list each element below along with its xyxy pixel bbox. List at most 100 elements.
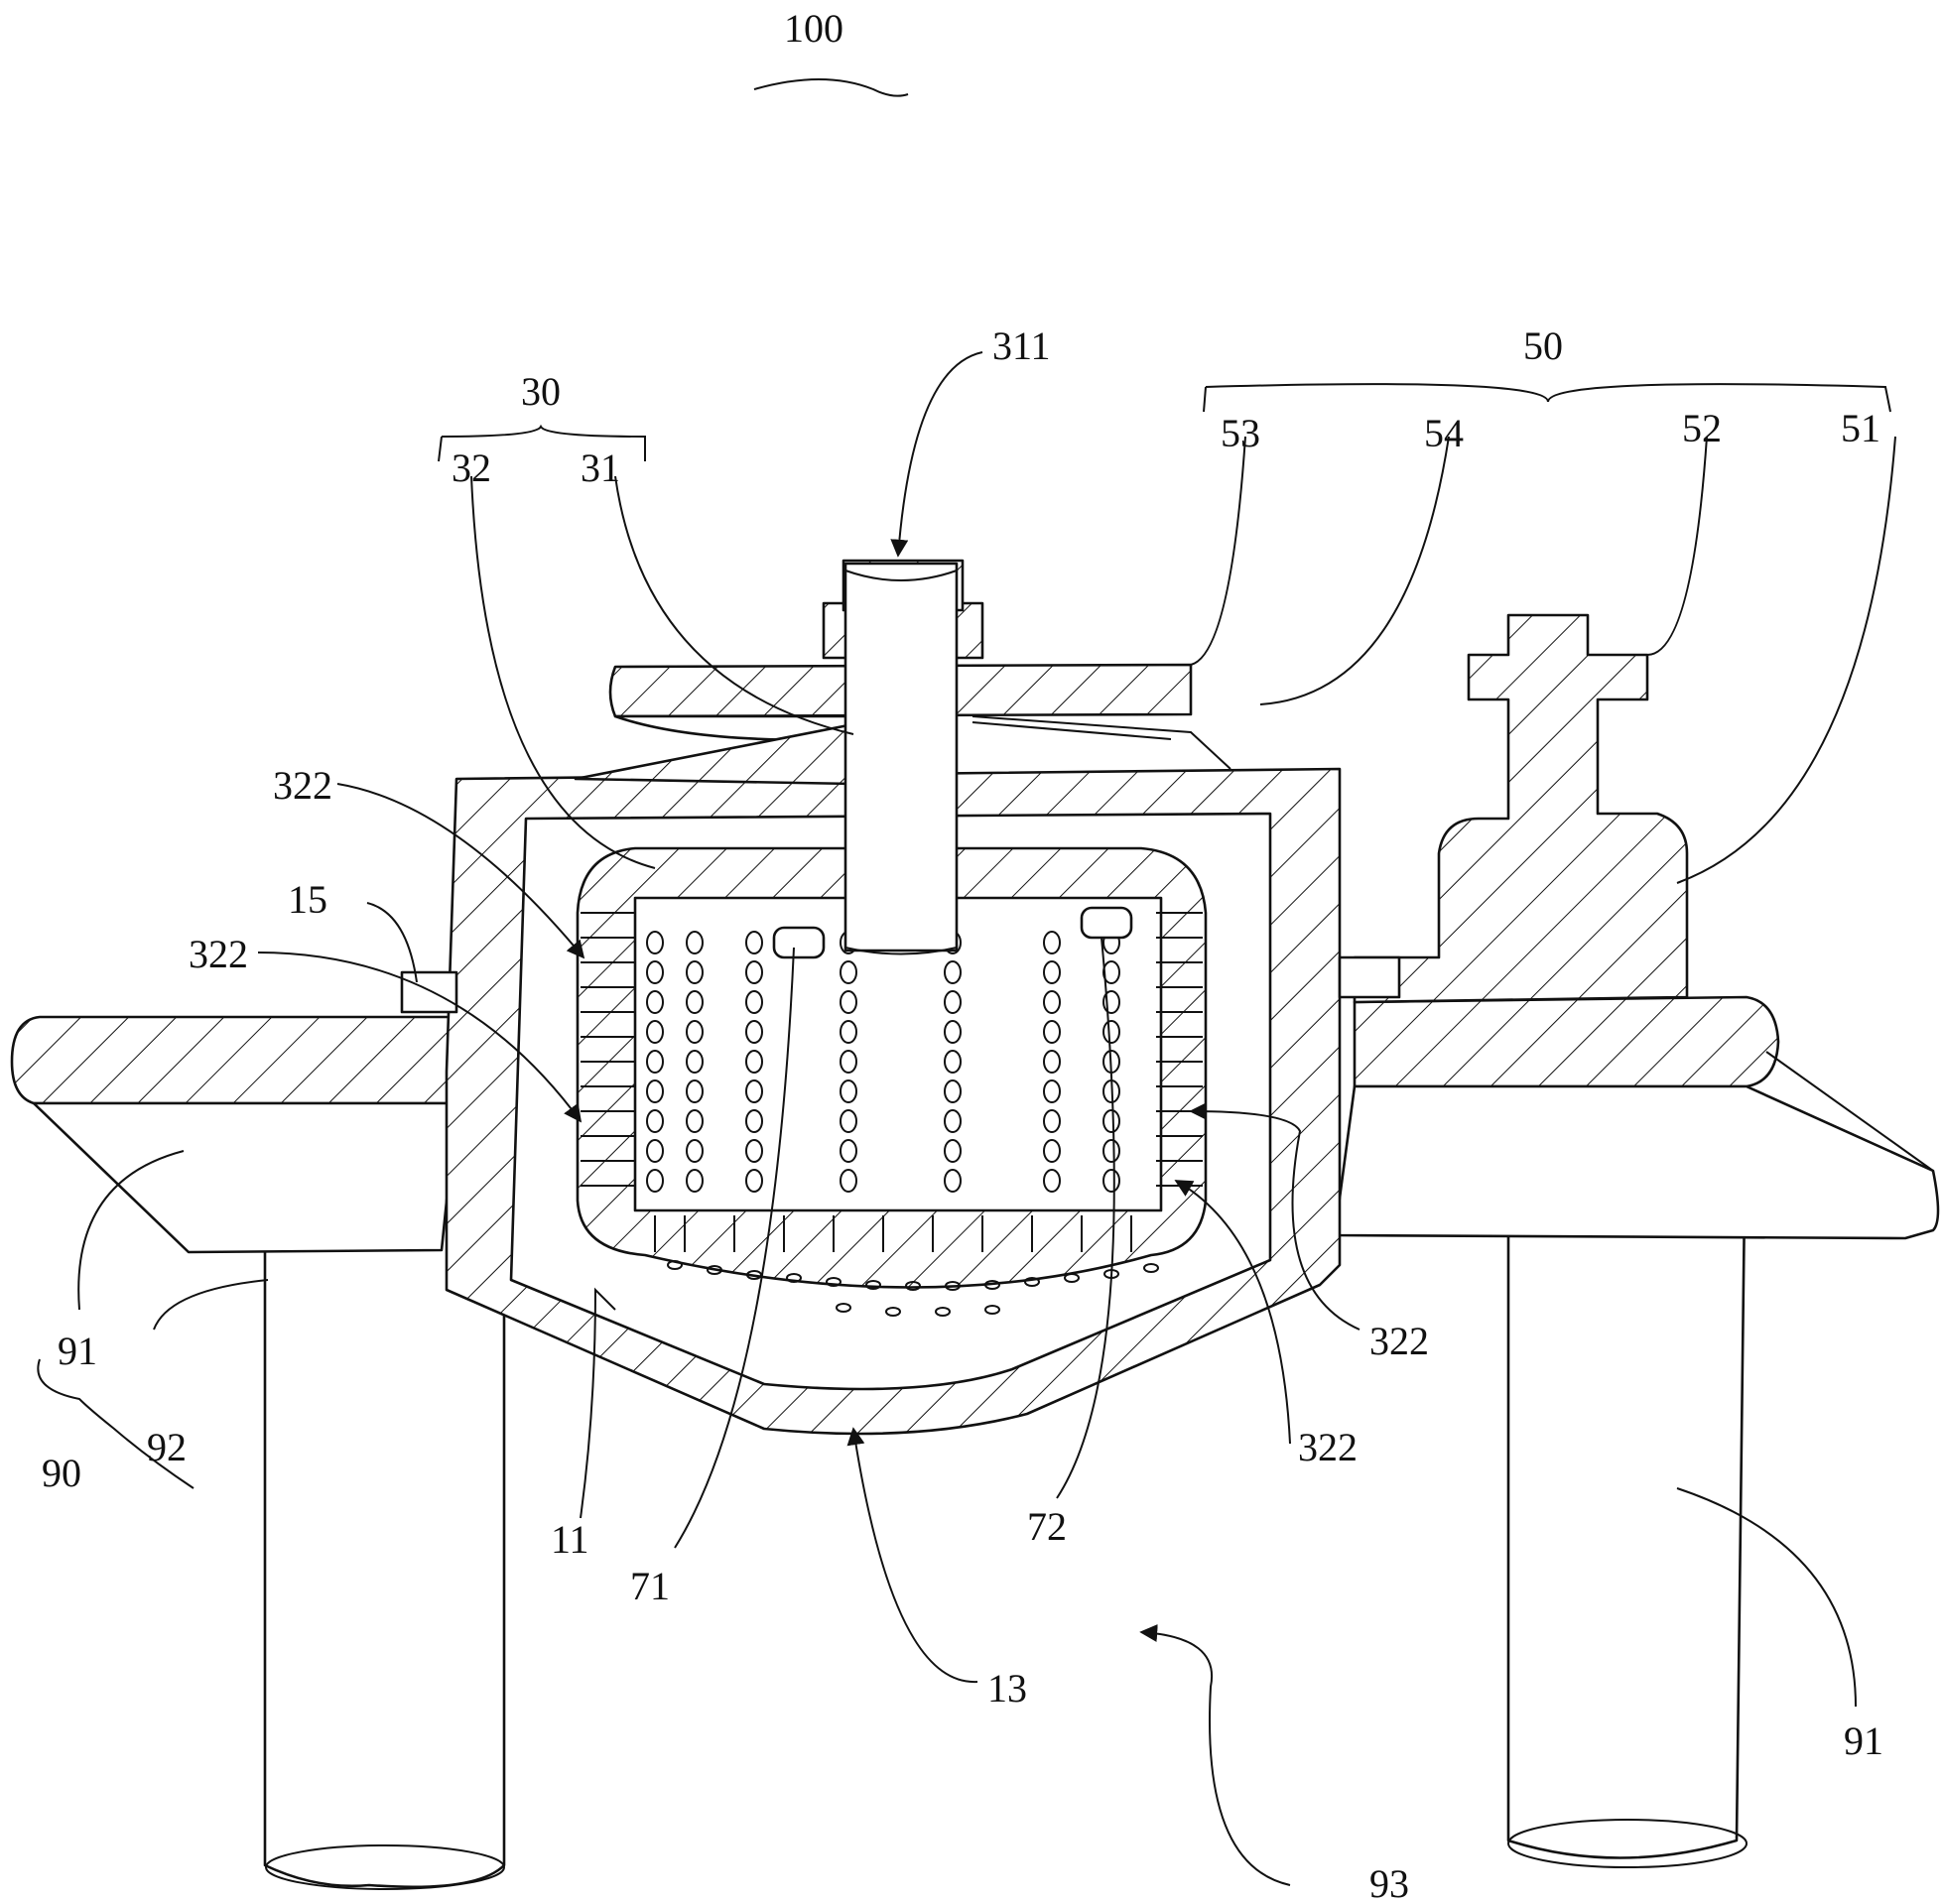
perforation-hole [1043,1050,1061,1074]
perforation-hole [745,1020,763,1044]
perforation-hole [1102,1139,1120,1163]
perforation-hole [745,931,763,954]
perforation-hole [745,1139,763,1163]
perforation-hole [686,990,704,1014]
label-91-left: 91 [58,1329,97,1373]
perforation-holes [646,931,1159,1317]
perforation-hole [646,1139,664,1163]
left-ribs [581,912,635,1187]
perforation-hole [686,960,704,984]
bottom-hole [1143,1263,1159,1273]
label-92: 92 [147,1425,187,1469]
perforation-hole [840,1139,857,1163]
perforation-hole [646,1109,664,1133]
nozzle-72 [1080,906,1133,940]
label-11: 11 [551,1517,589,1562]
label-100: 100 [784,6,843,51]
label-50: 50 [1523,323,1563,368]
label-32: 32 [452,445,491,490]
perforation-hole [944,1169,962,1193]
perforation-hole [1043,1109,1061,1133]
perforation-hole [1043,1169,1061,1193]
right-ribs [1156,912,1203,1187]
perforation-hole [745,1109,763,1133]
label-322-lower-right: 322 [1298,1425,1358,1469]
inner-cup [576,846,1208,1289]
perforation-hole [944,1050,962,1074]
perforation-hole [686,1139,704,1163]
perforation-hole [840,1109,857,1133]
leader-lines [37,78,1896,1886]
perforation-hole [840,960,857,984]
perforation-hole [1102,990,1120,1014]
label-322-top-left: 322 [273,763,332,808]
label-54: 54 [1424,411,1464,455]
perforation-hole [646,1050,664,1074]
bottom-hole [826,1277,842,1287]
right-leg [1506,1182,1748,1868]
reference-labels: 100 311 50 30 32 31 53 54 52 51 322 15 3… [42,6,1883,1904]
perforation-hole [1043,990,1061,1014]
perforation-hole [686,931,704,954]
bottom-hole [836,1303,851,1313]
nozzle-71 [772,926,826,959]
perforation-hole [1102,960,1120,984]
perforation-hole [1102,1169,1120,1193]
perforation-hole [1043,1079,1061,1103]
right-tab [1338,955,1401,999]
perforation-hole [646,1169,664,1193]
bottom-hole [707,1265,722,1275]
perforation-hole [745,1169,763,1193]
perforation-hole [686,1050,704,1074]
perforation-hole [745,960,763,984]
label-15: 15 [288,877,327,922]
perforation-hole [840,1169,857,1193]
label-31: 31 [581,445,620,490]
label-322-right: 322 [1369,1319,1429,1363]
perforation-hole [944,1079,962,1103]
perforation-hole [686,1020,704,1044]
perforation-hole [686,1079,704,1103]
bottom-hole [786,1273,802,1283]
bottom-hole [984,1280,1000,1290]
adjuster-knob [1353,613,1689,1004]
perforation-hole [1043,1139,1061,1163]
perforation-hole [944,960,962,984]
perforation-hole [944,990,962,1014]
bottom-hole [945,1281,961,1291]
perforation-hole [646,990,664,1014]
bottom-hole [984,1305,1000,1315]
perforation-hole [745,1050,763,1074]
perforation-hole [944,1020,962,1044]
label-90: 90 [42,1451,81,1495]
label-52: 52 [1682,406,1722,450]
label-71: 71 [630,1564,670,1608]
perforation-hole [840,990,857,1014]
perforation-hole [686,1109,704,1133]
bottom-hole [1064,1273,1080,1283]
side-tab [400,970,458,1014]
label-51: 51 [1841,406,1880,450]
label-53: 53 [1221,411,1260,455]
perforation-hole [1043,931,1061,954]
perforation-hole [1102,1020,1120,1044]
perforation-hole [840,1079,857,1103]
perforation-hole [1102,1109,1120,1133]
label-311: 311 [992,323,1051,368]
center-tube [822,559,984,955]
perforation-hole [686,1169,704,1193]
perforation-hole [840,1020,857,1044]
label-72: 72 [1027,1504,1067,1549]
perforation-hole [745,1079,763,1103]
perforation-hole [1043,960,1061,984]
bottom-hole [885,1307,901,1317]
perforation-hole [646,931,664,954]
left-flange [10,1015,458,1254]
bottom-hole [1024,1277,1040,1287]
label-93: 93 [1369,1861,1409,1904]
perforation-hole [745,990,763,1014]
bottom-hole [935,1307,951,1317]
perforation-hole [646,960,664,984]
perforation-hole [646,1079,664,1103]
